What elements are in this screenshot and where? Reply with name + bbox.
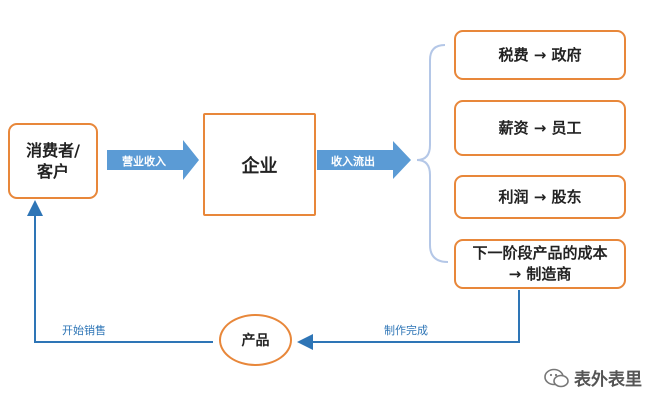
outflow-profit: 利润 → 股东 [454,175,626,219]
outflow-arrow [317,141,411,179]
sales-line [27,200,213,343]
outflow-label: 收入流出 [331,155,375,168]
manufactured-line [297,290,520,350]
enterprise-node: 企业 [203,113,316,216]
start-sales-label: 开始销售 [62,324,106,337]
wechat-icon [544,368,569,387]
watermark-text: 表外表里 [574,370,642,390]
outflow-next-cost: 下一阶段产品的成本 → 制造商 [454,239,626,289]
revenue-label: 营业收入 [122,155,166,168]
outflow-brace [416,44,449,263]
manufactured-label: 制作完成 [384,324,428,337]
revenue-arrow [107,140,199,180]
outflow-salary: 薪资 → 员工 [454,100,626,156]
watermark: 表外表里 [544,365,642,390]
outflow-tax: 税费 → 政府 [454,30,626,80]
product-node: 产品 [219,314,292,366]
consumer-node: 消费者/ 客户 [8,123,98,199]
